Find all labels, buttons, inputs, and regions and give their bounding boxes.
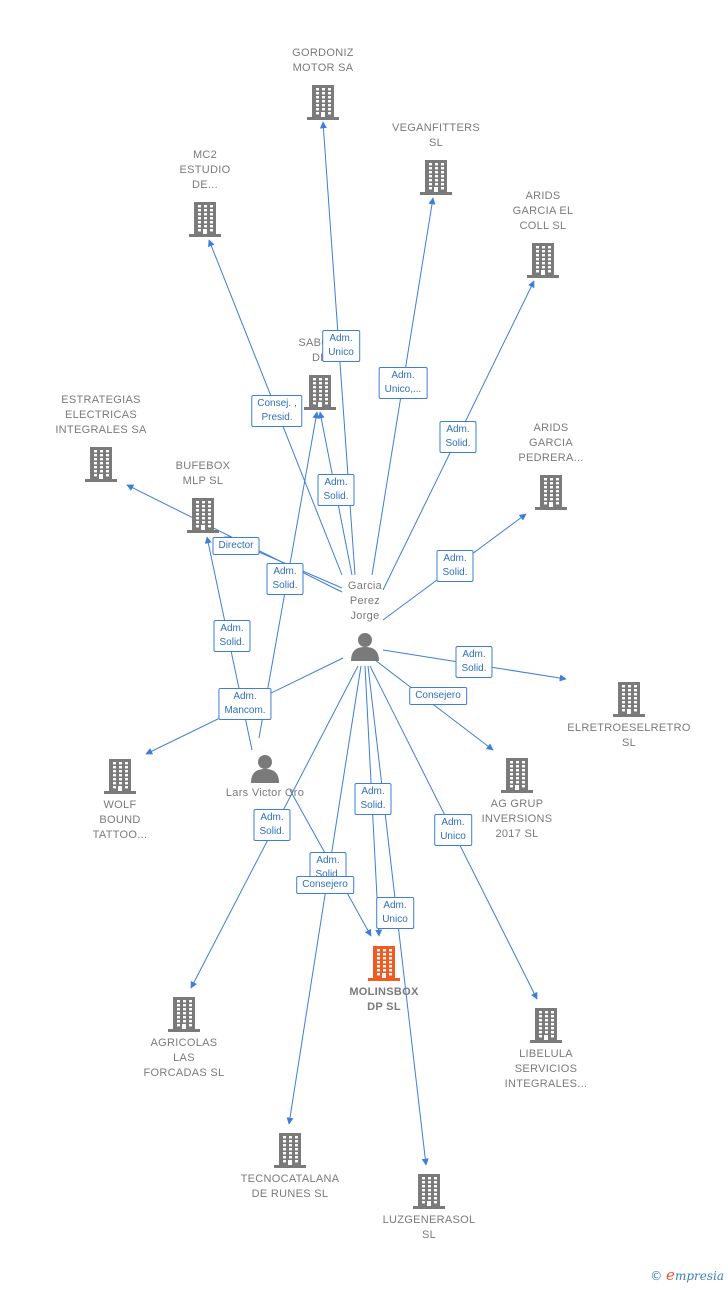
node-label: MOLINSBOX DP SL	[349, 986, 419, 1013]
edge-label-arids_pedrera[interactable]: Adm. Solid.	[436, 550, 474, 582]
edge-label-bufebox[interactable]: Director	[212, 537, 260, 555]
node-label: AGRICOLAS LAS FORCADAS SL	[143, 1037, 225, 1079]
edge-label-estrategias[interactable]: Adm. Solid.	[266, 563, 304, 595]
person-icon	[251, 755, 279, 783]
node-label: VEGANFITTERS SL	[392, 122, 480, 149]
building-icon	[168, 997, 200, 1032]
edge-label-aggrup[interactable]: Consejero	[409, 687, 467, 705]
person-icon	[351, 633, 379, 661]
edge-label-molinsbox[interactable]: Adm. Solid.	[354, 783, 392, 815]
node-label: WOLF BOUND TATTOO...	[92, 799, 148, 841]
building-icon	[535, 475, 567, 510]
brand-name: mpresia	[674, 1269, 724, 1283]
edge-label-sabori[interactable]: Adm. Solid.	[317, 474, 355, 506]
node-label: TECNOCATALANA DE RUNES SL	[240, 1173, 340, 1200]
node-label: ARIDS GARCIA PEDRERA...	[518, 422, 584, 464]
edge-label-veganfitters[interactable]: Adm. Unico,...	[378, 367, 428, 399]
building-icon	[613, 682, 645, 717]
building-icon	[368, 946, 400, 981]
edge-label-agricolas[interactable]: Adm. Solid.	[253, 809, 291, 841]
empresia-brand: © empresia	[650, 1266, 724, 1284]
edge-label-luzgenerasol[interactable]: Adm. Unico	[376, 897, 414, 929]
edge-label-wolf[interactable]: Adm. Mancom.	[218, 688, 272, 720]
building-icon	[501, 758, 533, 793]
node-label: ELRETROESELRETRO SL	[567, 722, 691, 749]
building-icon	[413, 1174, 445, 1209]
node-label: GORDONIZ MOTOR SA	[292, 47, 354, 74]
node-label: Lars Victor Oro	[225, 787, 305, 799]
building-icon	[85, 447, 117, 482]
node-label: MC2 ESTUDIO DE...	[179, 149, 231, 191]
node-label: AG GRUP INVERSIONS 2017 SL	[481, 798, 553, 840]
edge-label-arids_coll[interactable]: Adm. Solid.	[439, 421, 477, 453]
edge-label-bufebox[interactable]: Adm. Solid.	[213, 620, 251, 652]
edge-center-tecnocatalana	[286, 665, 362, 1125]
building-icon	[420, 160, 452, 195]
node-label: Garcia Perez Jorge	[347, 580, 383, 622]
building-icon	[187, 498, 219, 533]
building-icon	[104, 759, 136, 794]
node-label: LIBELULA SERVICIOS INTEGRALES...	[504, 1048, 588, 1090]
edge-label-libelula[interactable]: Adm. Unico	[434, 814, 472, 846]
building-icon	[307, 85, 339, 120]
edge-label-mc2[interactable]: Consej. , Presid.	[251, 395, 303, 427]
node-label: ARIDS GARCIA EL COLL SL	[512, 190, 574, 232]
brand-initial: e	[666, 1266, 675, 1284]
building-icon	[189, 202, 221, 237]
node-label: ESTRATEGIAS ELECTRICAS INTEGRALES SA	[55, 394, 147, 436]
edge-label-molinsbox[interactable]: Consejero	[296, 876, 354, 894]
building-icon	[527, 243, 559, 278]
node-label: LUZGENERASOL SL	[382, 1214, 476, 1241]
node-label: BUFEBOX MLP SL	[175, 460, 231, 487]
edge-label-gordoniz[interactable]: Adm. Unico	[322, 330, 360, 362]
building-icon	[304, 375, 336, 410]
building-icon	[274, 1133, 306, 1168]
edge-label-elretro[interactable]: Adm. Solid.	[455, 646, 493, 678]
copyright-icon: ©	[650, 1269, 663, 1283]
building-icon	[530, 1008, 562, 1043]
edge-center-aggrup	[374, 659, 494, 751]
node-label: SABORI DP	[298, 337, 342, 364]
